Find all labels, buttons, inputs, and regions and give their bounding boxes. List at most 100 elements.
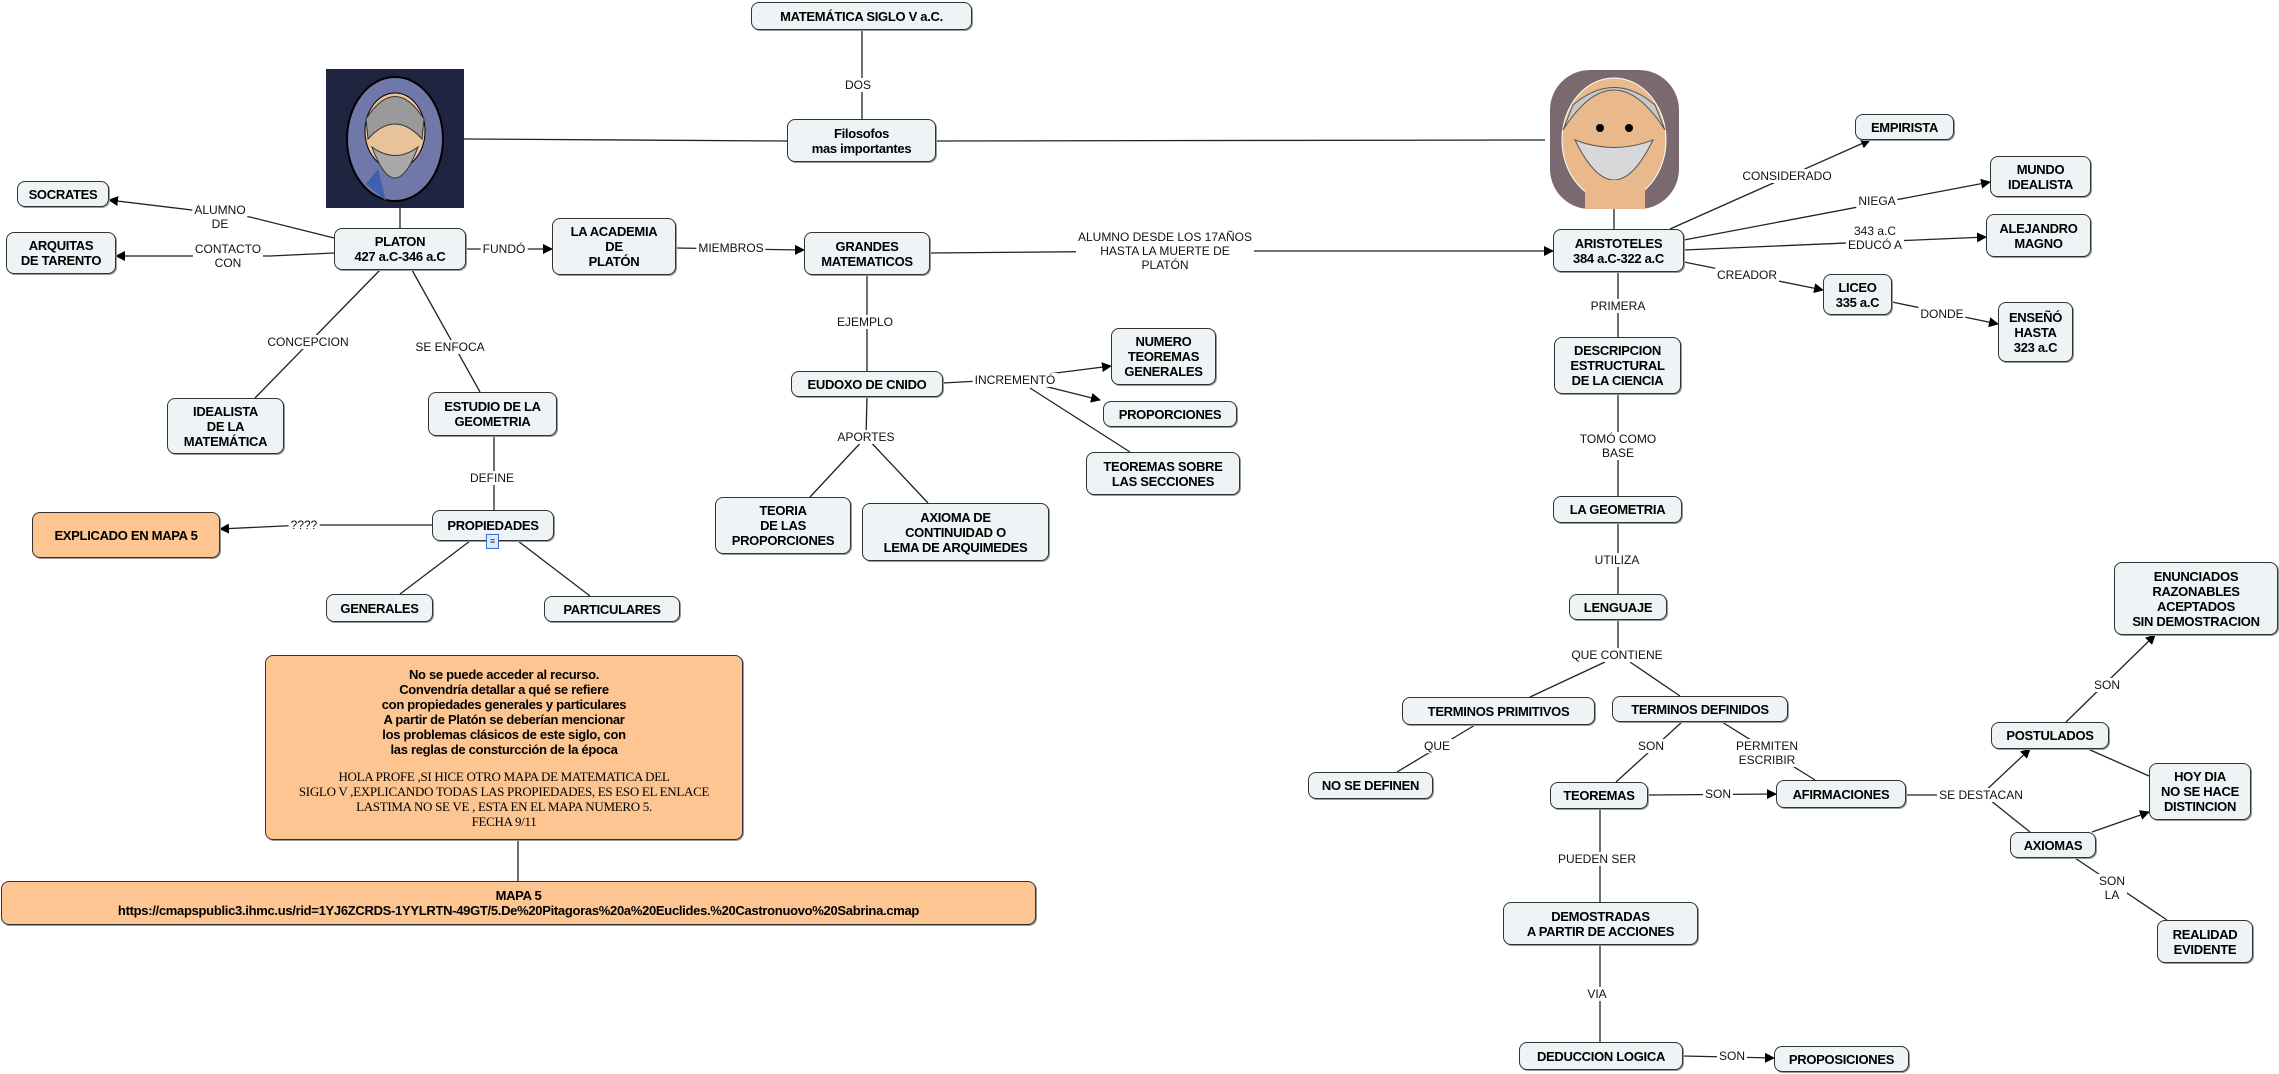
aristoteles-portrait	[1550, 70, 1679, 209]
node-postulados[interactable]: POSTULADOS	[1991, 722, 2109, 749]
link-son-afirmaciones[interactable]: SON	[1702, 787, 1734, 801]
node-comment-note[interactable]: No se puede acceder al recurso. Convendr…	[265, 655, 743, 840]
link-miembros[interactable]: MIEMBROS	[696, 241, 766, 255]
node-axiomas[interactable]: AXIOMAS	[2010, 832, 2096, 858]
node-socrates[interactable]: SOCRATES	[17, 181, 109, 207]
node-teoremas[interactable]: TEOREMAS	[1550, 782, 1648, 809]
node-aristoteles[interactable]: ARISTOTELES 384 a.C-322 a.C	[1553, 229, 1684, 272]
node-hoy-dia[interactable]: HOY DIA NO SE HACE DISTINCION	[2149, 763, 2251, 820]
edge-aportes-axioma	[865, 436, 929, 504]
node-afirmaciones[interactable]: AFIRMACIONES	[1776, 780, 1906, 808]
edge-incremento-teoremas	[1029, 387, 1131, 453]
node-enseno[interactable]: ENSEÑÓ HASTA 323 a.C	[1998, 302, 2073, 362]
link-utiliza[interactable]: UTILIZA	[1592, 553, 1642, 567]
edge-platon-arquitas	[115, 251, 335, 261]
link-permiten-escribir[interactable]: PERMITEN ESCRIBIR	[1733, 739, 1801, 767]
note-student-reply: HOLA PROFE ,SI HICE OTRO MAPA DE MATEMAT…	[298, 768, 710, 829]
link-aportes[interactable]: APORTES	[835, 430, 897, 444]
node-descripcion[interactable]: DESCRIPCION ESTRUCTURAL DE LA CIENCIA	[1554, 337, 1681, 394]
link-pueden-ser[interactable]: PUEDEN SER	[1555, 852, 1639, 866]
link-via[interactable]: VIA	[1585, 987, 1609, 1001]
edge-platon-socrates	[108, 196, 335, 239]
edge-platon-img-filosofos	[463, 138, 788, 142]
node-alejandro-magno[interactable]: ALEJANDRO MAGNO	[1986, 214, 2091, 257]
node-teoria-proporciones[interactable]: TEORIA DE LAS PROPORCIONES	[715, 497, 851, 554]
node-mundo-idealista[interactable]: MUNDO IDEALISTA	[1990, 156, 2091, 197]
edge-incremento-proporciones	[1039, 384, 1101, 403]
node-eudoxo[interactable]: EUDOXO DE CNIDO	[791, 371, 943, 397]
edge-destacan-axiomas	[1989, 799, 2031, 833]
node-academia[interactable]: LA ACADEMIA DE PLATÓN	[552, 218, 676, 275]
edge-propiedades-generales	[399, 540, 471, 595]
link-son-teoremas[interactable]: SON	[1635, 739, 1667, 753]
link-que[interactable]: QUE	[1421, 739, 1453, 753]
link-educo[interactable]: 343 a.C EDUCÓ A	[1845, 224, 1905, 252]
note-teacher-comment: No se puede acceder al recurso. Convendr…	[381, 666, 627, 757]
node-matematica-siglo-v[interactable]: MATEMÁTICA SIGLO V a.C.	[751, 2, 972, 30]
node-empirista[interactable]: EMPIRISTA	[1855, 114, 1954, 140]
link-interrogacion[interactable]: ????	[288, 518, 320, 532]
link-son-enunciados[interactable]: SON	[2091, 678, 2123, 692]
node-grandes-matematicos[interactable]: GRANDES MATEMATICOS	[804, 232, 930, 275]
node-liceo[interactable]: LICEO 335 a.C	[1823, 274, 1892, 315]
link-alumno-desde[interactable]: ALUMNO DESDE LOS 17AÑOS HASTA LA MUERTE …	[1075, 230, 1255, 272]
node-proposiciones[interactable]: PROPOSICIONES	[1774, 1046, 1909, 1072]
attachment-icon[interactable]: ≡	[486, 534, 499, 549]
node-teoremas-secciones[interactable]: TEOREMAS SOBRE LAS SECCIONES	[1086, 452, 1240, 495]
node-no-se-definen[interactable]: NO SE DEFINEN	[1308, 772, 1433, 799]
node-terminos-primitivos[interactable]: TERMINOS PRIMITIVOS	[1402, 697, 1595, 725]
node-explicado-mapa5[interactable]: EXPLICADO EN MAPA 5	[32, 512, 220, 558]
link-tomo-como-base[interactable]: TOMÓ COMO BASE	[1577, 432, 1659, 460]
link-que-contiene[interactable]: QUE CONTIENE	[1569, 648, 1665, 662]
node-arquitas[interactable]: ARQUITAS DE TARENTO	[6, 232, 116, 274]
edge-platon-idealista	[254, 269, 381, 399]
link-concepcion[interactable]: CONCEPCION	[265, 335, 351, 349]
link-son-proposiciones[interactable]: SON	[1716, 1049, 1748, 1063]
node-proporciones[interactable]: PROPORCIONES	[1103, 401, 1237, 427]
link-contacto-con[interactable]: CONTACTO CON	[192, 242, 264, 270]
edge-propiedades-explicado	[219, 523, 432, 534]
link-se-enfoca[interactable]: SE ENFOCA	[413, 340, 487, 354]
link-incremento[interactable]: INCREMENTÓ	[972, 373, 1058, 387]
link-considerado[interactable]: CONSIDERADO	[1740, 169, 1834, 183]
node-terminos-definidos[interactable]: TERMINOS DEFINIDOS	[1612, 696, 1788, 722]
node-numero-teoremas[interactable]: NUMERO TEOREMAS GENERALES	[1111, 328, 1216, 385]
link-niega[interactable]: NIEGA	[1856, 194, 1898, 208]
link-ejemplo[interactable]: EJEMPLO	[834, 315, 896, 329]
edge-propiedades-particulares	[517, 540, 591, 597]
node-mapa5-link[interactable]: MAPA 5 https://cmapspublic3.ihmc.us/rid=…	[1, 881, 1036, 925]
link-donde[interactable]: DONDE	[1918, 307, 1966, 321]
node-deduccion-logica[interactable]: DEDUCCION LOGICA	[1519, 1042, 1683, 1070]
edge-contiene-primitivos	[1529, 661, 1606, 698]
node-enunciados[interactable]: ENUNCIADOS RAZONABLES ACEPTADOS SIN DEMO…	[2114, 562, 2278, 635]
edge-aristoteles-empirista	[1669, 139, 1871, 230]
edge-aportes-teoria	[809, 436, 867, 498]
node-particulares[interactable]: PARTICULARES	[544, 596, 680, 622]
node-lenguaje[interactable]: LENGUAJE	[1569, 594, 1667, 620]
edge-filosofos-aristoteles-img	[935, 139, 1546, 142]
node-idealista[interactable]: IDEALISTA DE LA MATEMÁTICA	[167, 398, 284, 454]
edge-postulados-hoy-dia	[2087, 748, 2150, 777]
link-dos[interactable]: DOS	[842, 78, 874, 92]
edge-axiomas-hoy-dia	[2091, 810, 2150, 833]
node-platon[interactable]: PLATON 427 a.C-346 a.C	[334, 228, 466, 270]
node-la-geometria[interactable]: LA GEOMETRIA	[1553, 496, 1682, 523]
link-define[interactable]: DEFINE	[467, 471, 517, 485]
link-son-la[interactable]: SON LA	[2096, 874, 2128, 902]
edge-aristoteles-mundo	[1683, 178, 1991, 241]
edge-aristoteles-alejandro	[1683, 232, 1987, 251]
link-creador[interactable]: CREADOR	[1714, 268, 1780, 282]
node-demostradas[interactable]: DEMOSTRADAS A PARTIR DE ACCIONES	[1503, 902, 1698, 945]
platon-portrait	[326, 69, 464, 208]
link-se-destacan[interactable]: SE DESTACAN	[1937, 788, 2025, 802]
node-axioma-continuidad[interactable]: AXIOMA DE CONTINUIDAD O LEMA DE ARQUIMED…	[862, 503, 1049, 561]
node-realidad-evidente[interactable]: REALIDAD EVIDENTE	[2157, 920, 2253, 963]
link-fundo[interactable]: FUNDÓ	[480, 242, 528, 256]
link-primera[interactable]: PRIMERA	[1588, 299, 1648, 313]
edge-contiene-definidos	[1629, 661, 1681, 697]
node-filosofos[interactable]: Filosofos mas importantes	[787, 119, 936, 162]
node-generales[interactable]: GENERALES	[326, 594, 433, 622]
node-estudio-geometria[interactable]: ESTUDIO DE LA GEOMETRIA	[428, 392, 557, 436]
edge-platon-estudio	[411, 269, 481, 393]
link-alumno-de[interactable]: ALUMNO DE	[192, 203, 248, 231]
